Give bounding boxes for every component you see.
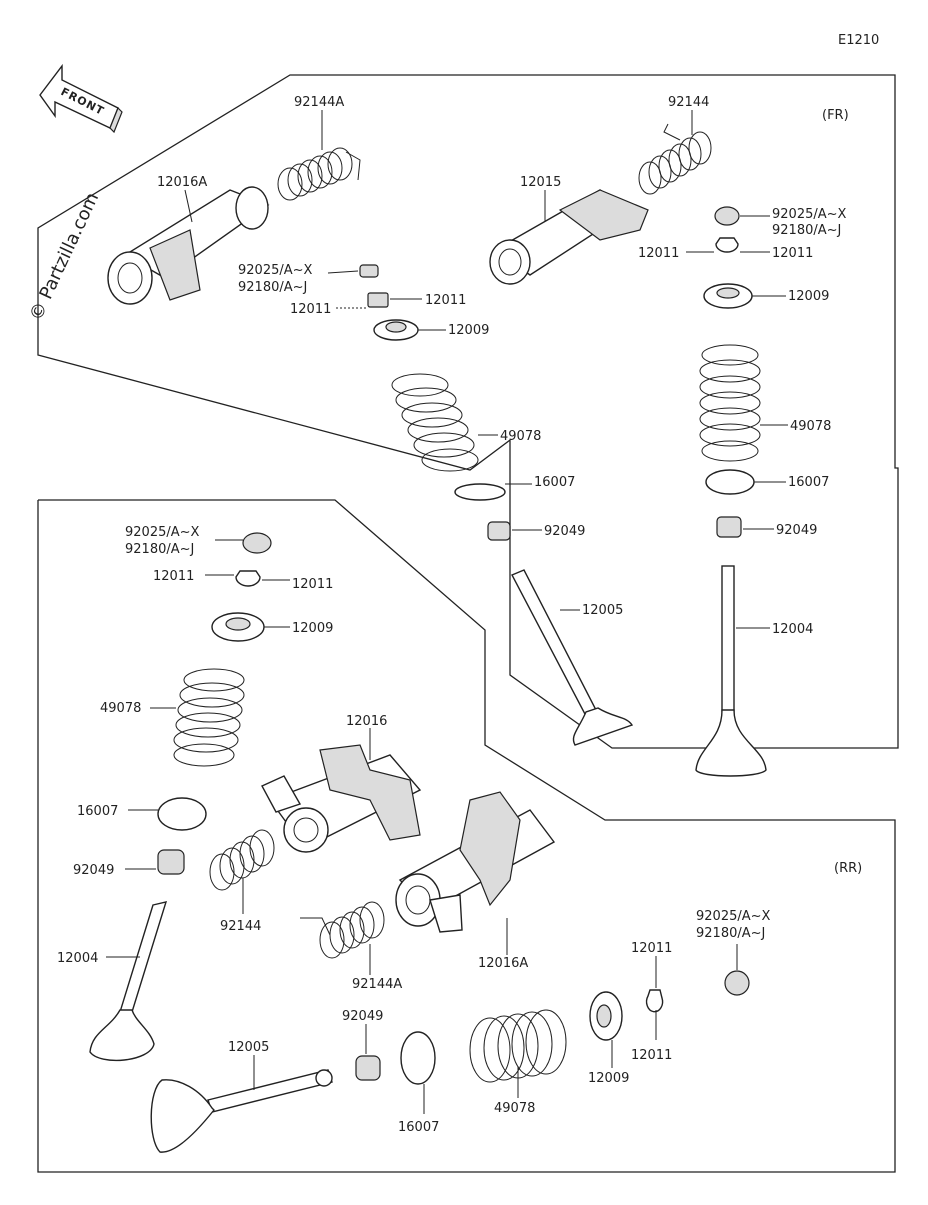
- label-12011-right-b: 12011: [772, 246, 813, 261]
- label-12011-left-a: 12011: [425, 293, 466, 308]
- spring-retainer-icon: [373, 319, 419, 341]
- label-16007-left: 16007: [534, 475, 575, 490]
- label-92180-right: 92180/A~J: [772, 223, 841, 238]
- label-12004-rear: 12004: [57, 951, 98, 966]
- label-49078-left: 49078: [500, 429, 541, 444]
- label-92049-right: 92049: [776, 523, 817, 538]
- shim-icon: [242, 532, 272, 554]
- front-section-frame: [37, 74, 899, 749]
- label-12004-front: 12004: [772, 622, 813, 637]
- shim-icon: [359, 264, 379, 278]
- spring-retainer-icon: [589, 991, 623, 1041]
- oil-seal-icon: [157, 849, 185, 875]
- label-12015: 12015: [520, 175, 561, 190]
- label-12009-rear-b: 12009: [588, 1071, 629, 1086]
- oil-seal-icon: [716, 516, 742, 538]
- label-92049-rear-b: 92049: [342, 1009, 383, 1024]
- rocker-arm-icon: [395, 791, 556, 933]
- label-49078-rear-a: 49078: [100, 701, 141, 716]
- valve-spring-icon: [173, 668, 245, 767]
- label-49078-rear-b: 49078: [494, 1101, 535, 1116]
- rocker-arm-icon: [107, 186, 270, 305]
- oil-seal-icon: [355, 1055, 381, 1081]
- intake-valve-icon: [89, 901, 168, 1062]
- cotter-icon: [367, 292, 389, 308]
- label-12011-rear-a: 12011: [153, 569, 194, 584]
- intake-valve-icon: [695, 565, 767, 777]
- label-92144-front: 92144: [668, 95, 709, 110]
- label-92025-rear-a: 92025/A~X: [125, 525, 200, 540]
- torsion-spring-icon: [300, 901, 385, 959]
- shim-icon: [724, 970, 750, 996]
- section-label-rear: (RR): [834, 861, 862, 876]
- label-12011-right-a: 12011: [638, 246, 679, 261]
- label-92025-left: 92025/A~X: [238, 263, 313, 278]
- rocker-arm-icon: [261, 744, 422, 853]
- cotter-icon: [715, 237, 739, 253]
- valve-spring-icon: [469, 1009, 567, 1083]
- label-12009-left: 12009: [448, 323, 489, 338]
- label-12016-rear: 12016: [346, 714, 387, 729]
- torsion-spring-icon: [277, 147, 361, 201]
- label-92180-rear-b: 92180/A~J: [696, 926, 765, 941]
- valve-spring-icon: [699, 344, 761, 462]
- cotter-icon: [235, 570, 261, 587]
- label-16007-rear-b: 16007: [398, 1120, 439, 1135]
- label-12011-rear-b: 12011: [292, 577, 333, 592]
- section-label-front: (FR): [822, 108, 849, 123]
- label-12005-front: 12005: [582, 603, 623, 618]
- label-12016A: 12016A: [157, 175, 207, 190]
- spring-retainer-icon: [211, 612, 265, 642]
- label-12009-rear-a: 12009: [292, 621, 333, 636]
- exhaust-valve-icon: [150, 1069, 333, 1153]
- rocker-arm-icon: [489, 189, 649, 285]
- label-92025-right: 92025/A~X: [772, 207, 847, 222]
- label-12016A-rear: 12016A: [478, 956, 528, 971]
- label-92049-rear-a: 92049: [73, 863, 114, 878]
- label-92180-left: 92180/A~J: [238, 280, 307, 295]
- cotter-icon: [645, 989, 664, 1013]
- rear-section-frame: [37, 499, 896, 1173]
- oil-seal-icon: [487, 521, 511, 541]
- label-12011-left-b: 12011: [290, 302, 331, 317]
- valve-spring-icon: [391, 373, 479, 472]
- label-92025-rear-b: 92025/A~X: [696, 909, 771, 924]
- label-16007-right: 16007: [788, 475, 829, 490]
- washer-icon: [157, 797, 207, 831]
- label-49078-right: 49078: [790, 419, 831, 434]
- front-arrow-icon: FRONT: [39, 63, 123, 134]
- washer-icon: [400, 1031, 436, 1085]
- watermark: © Partzilla.com: [25, 189, 103, 324]
- label-92144A-rear: 92144A: [352, 977, 402, 992]
- label-12005-rear: 12005: [228, 1040, 269, 1055]
- torsion-spring-icon: [638, 123, 712, 195]
- exhaust-valve-icon: [511, 569, 634, 746]
- diagram-code: E1210: [838, 33, 879, 48]
- label-12011-rear-d: 12011: [631, 1048, 672, 1063]
- washer-icon: [454, 483, 506, 501]
- spring-retainer-icon: [703, 283, 753, 309]
- label-12011-rear-c: 12011: [631, 941, 672, 956]
- shim-icon: [714, 206, 740, 226]
- label-92049-left: 92049: [544, 524, 585, 539]
- label-16007-rear-a: 16007: [77, 804, 118, 819]
- label-92144A: 92144A: [294, 95, 344, 110]
- washer-icon: [705, 469, 755, 495]
- torsion-spring-icon: [209, 829, 275, 891]
- label-92180-rear-a: 92180/A~J: [125, 542, 194, 557]
- label-92144-rear: 92144: [220, 919, 261, 934]
- label-12009-right: 12009: [788, 289, 829, 304]
